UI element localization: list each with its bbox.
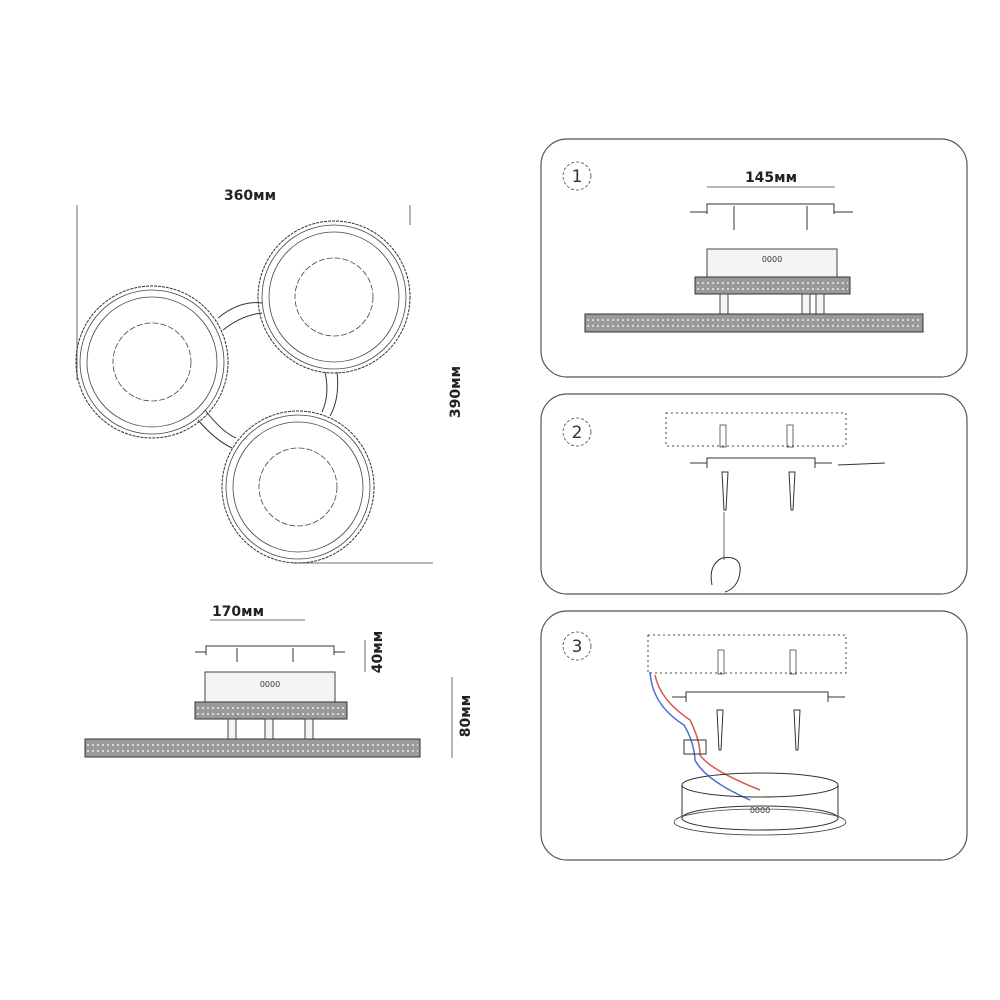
wall-plug xyxy=(719,424,727,448)
screw-icon xyxy=(721,471,796,511)
bracket-width-label: 145мм xyxy=(745,170,797,186)
driver-box xyxy=(204,671,336,703)
total-height-label: 80мм xyxy=(458,695,474,737)
side-view: 170мм 40мм 80мм 0000 xyxy=(84,604,474,758)
ceiling xyxy=(665,412,847,447)
step-number: 2 xyxy=(572,423,583,443)
bracket-height-label: 40мм xyxy=(370,631,386,673)
arm-connector xyxy=(197,409,237,449)
arm-connector xyxy=(321,371,339,417)
step-2-panel: 2 xyxy=(540,393,968,595)
width-dimension-label: 360мм xyxy=(224,188,276,204)
wire-red xyxy=(654,674,761,791)
hand-icon xyxy=(710,557,741,593)
terminal-block xyxy=(683,739,707,755)
wire-blue xyxy=(649,671,751,801)
mounting-bracket xyxy=(205,645,335,655)
step-number: 1 xyxy=(572,167,583,187)
step-number: 3 xyxy=(572,637,583,657)
arm-connector xyxy=(217,302,263,331)
crystal-ring-upper xyxy=(194,701,348,720)
lamp-ring xyxy=(221,410,375,564)
driver-label: 0000 xyxy=(260,680,280,689)
ceiling xyxy=(647,634,847,674)
crystal-ring-lower xyxy=(84,738,421,758)
lamp-ring xyxy=(75,285,229,439)
bracket-width-label: 170мм xyxy=(212,604,264,620)
screw-icon xyxy=(716,709,801,751)
wall-plug xyxy=(786,424,794,448)
step-1-panel: 1 145мм 0000 xyxy=(540,138,968,378)
lamp-ring xyxy=(257,220,411,374)
mounting-bracket xyxy=(706,203,835,214)
driver-label: 0000 xyxy=(750,806,770,815)
driver-label: 0000 xyxy=(762,255,782,264)
top-view: 360мм 390мм xyxy=(75,188,464,564)
screwdriver-icon xyxy=(837,462,886,466)
step-3-panel: 3 0000 xyxy=(540,610,968,861)
height-dimension-label: 390мм xyxy=(448,366,464,418)
